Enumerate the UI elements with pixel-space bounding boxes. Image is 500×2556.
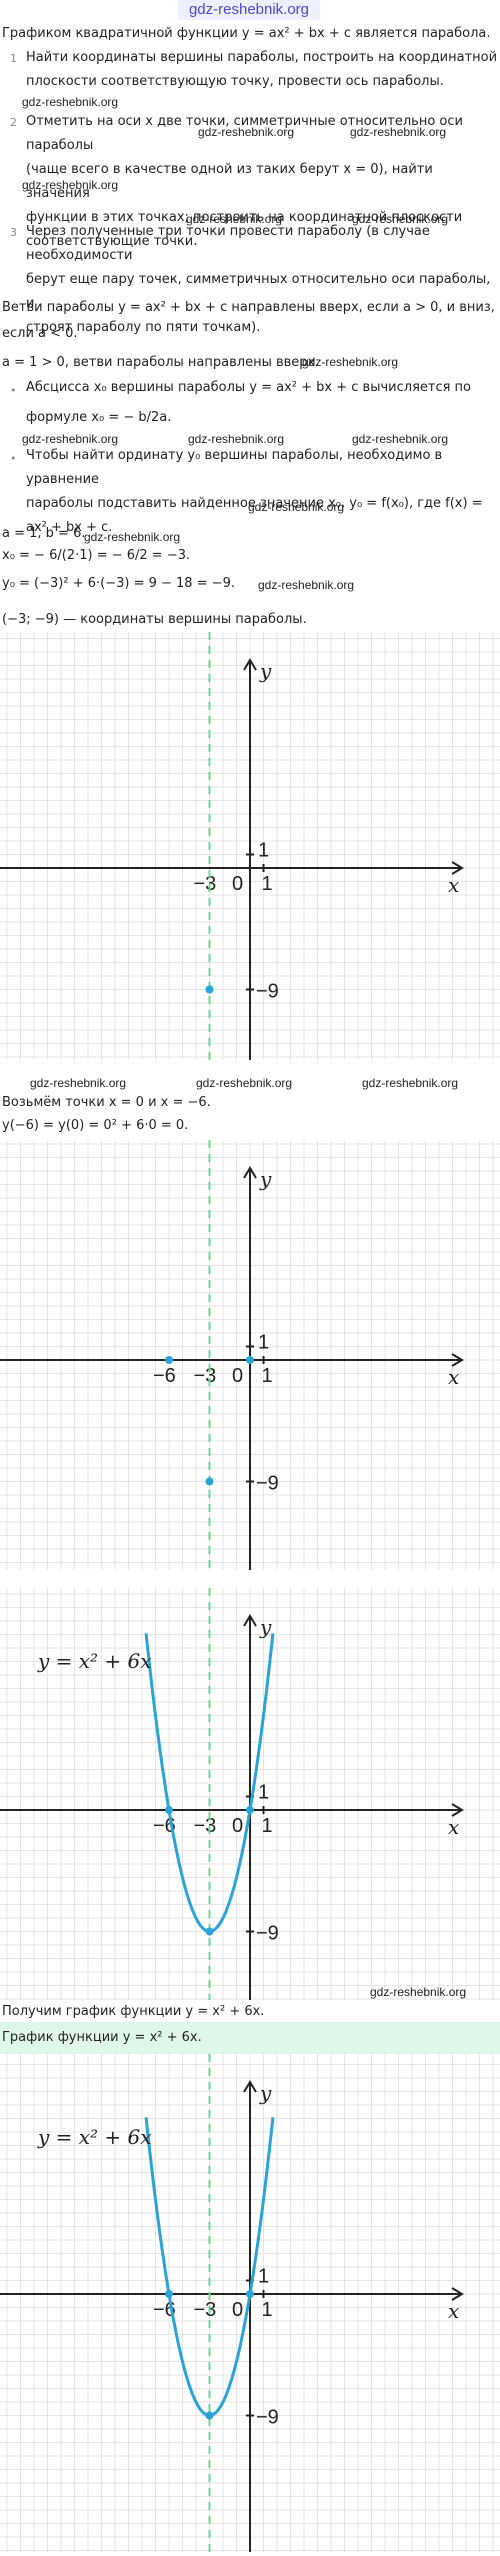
final-highlight — [0, 2022, 500, 2054]
x-axis-label: x — [448, 2299, 459, 2323]
watermark: gdz-reshebnik.org — [352, 432, 449, 446]
watermark: gdz-reshebnik.org — [350, 125, 447, 139]
step-1: Найти координаты вершины параболы, постр… — [26, 50, 498, 89]
tick-label-x-1: 1 — [262, 1365, 273, 1387]
bullet: • — [10, 384, 17, 397]
step-2: Отметить на оси x две точки, симметричны… — [26, 114, 463, 249]
watermark: gdz-reshebnik.org — [22, 178, 119, 192]
tick-label-y-1: 1 — [258, 2266, 269, 2288]
tick-label-origin: 0 — [232, 1365, 243, 1387]
y0-calc: y₀ = (−3)² + 6·(−3) = 9 − 18 = −9. — [2, 576, 236, 591]
y-axis-label: y — [259, 1615, 272, 1639]
a-positive: a = 1 > 0, ветви параболы направлены вве… — [2, 355, 320, 370]
tick-label-y-1: 1 — [258, 840, 269, 862]
final-line: График функции y = x² + 6x. — [2, 2030, 202, 2045]
watermark: gdz-reshebnik.org — [188, 432, 285, 446]
tick-label-origin: 0 — [232, 2299, 243, 2321]
tick-label-x-minus-3: −3 — [194, 873, 217, 895]
bullet-abscissa: Абсцисса x₀ вершины параболы y = ax² + b… — [26, 380, 472, 425]
vertex-point — [205, 1927, 214, 1936]
tick-label-x-minus-3: −3 — [194, 1365, 217, 1387]
ab-values: a = 1, b = 6. — [2, 526, 86, 541]
tick-label-y-1: 1 — [258, 1782, 269, 1804]
tick-label-x-1: 1 — [262, 873, 273, 895]
tick-label-x-minus-6: −6 — [153, 1365, 176, 1387]
x-axis-label: x — [448, 1365, 459, 1389]
x0-calc: x₀ = − 6/(2·1) = − 6/2 = −3. — [2, 548, 191, 563]
watermark: gdz-reshebnik.org — [196, 1076, 293, 1090]
watermark: gdz-reshebnik.org — [352, 212, 449, 226]
tick-label-x-minus-3: −3 — [194, 1815, 217, 1837]
formula-label: y = x² + 6x — [37, 2125, 152, 2149]
watermark: gdz-reshebnik.org — [186, 212, 283, 226]
tick-label-y-minus-9: −9 — [256, 2407, 279, 2429]
step-3: Через полученные три точки провести пара… — [26, 224, 491, 335]
x-axis-label: x — [448, 873, 459, 897]
tick-label-y-1: 1 — [258, 1332, 269, 1354]
x-axis-arrow — [451, 1803, 464, 1817]
formula-label: y = x² + 6x — [37, 1649, 152, 1673]
vertex-point — [205, 985, 214, 994]
watermark: gdz-reshebnik.org — [362, 1076, 459, 1090]
y-axis-arrow — [243, 1614, 257, 1627]
watermark: gdz-reshebnik.org — [258, 578, 355, 592]
step-number: 3 — [10, 226, 17, 239]
point-minus-6 — [165, 2290, 173, 2298]
y-axis-arrow — [243, 2080, 257, 2093]
tick-label-origin: 0 — [232, 873, 243, 895]
point-origin — [246, 2290, 254, 2298]
point-minus-6 — [165, 1806, 173, 1814]
watermark: gdz-reshebnik.org — [84, 530, 181, 544]
watermark: gdz-reshebnik.org — [248, 500, 345, 514]
take-points: Возьмём точки x = 0 и x = −6. — [2, 1095, 211, 1110]
y-axis-arrow — [243, 658, 257, 671]
watermark: gdz-reshebnik.org — [22, 95, 119, 109]
vertex-coords: (−3; −9) — координаты вершины параболы. — [2, 612, 307, 627]
point-minus-6 — [165, 1356, 173, 1364]
step-number: 2 — [10, 116, 17, 129]
tick-label-y-minus-9: −9 — [256, 1923, 279, 1945]
watermark: gdz-reshebnik.org — [30, 1076, 127, 1090]
x-axis-arrow — [451, 1353, 464, 1367]
y-axis-label: y — [259, 659, 272, 683]
step-number: 1 — [10, 52, 17, 65]
watermark: gdz-reshebnik.org — [370, 1985, 467, 1999]
y-axis-arrow — [243, 1166, 257, 1179]
tick-label-x-1: 1 — [262, 1815, 273, 1837]
tick-label-origin: 0 — [232, 1815, 243, 1837]
tick-label-x-minus-3: −3 — [194, 2299, 217, 2321]
tick-label-y-minus-9: −9 — [256, 1473, 279, 1495]
y-axis-label: y — [259, 1167, 272, 1191]
vertex-point — [205, 2411, 214, 2420]
point-origin — [246, 1356, 254, 1364]
vertex-point — [205, 1477, 214, 1486]
tick-label-x-1: 1 — [262, 2299, 273, 2321]
watermark: gdz-reshebnik.org — [198, 125, 295, 139]
x-axis-arrow — [451, 2287, 464, 2301]
bullet-ordinate: Чтобы найти ординату y₀ вершины параболы… — [26, 448, 483, 535]
y-axis-label: y — [259, 2081, 272, 2105]
x-axis-label: x — [448, 1815, 459, 1839]
point-origin — [246, 1806, 254, 1814]
values-calc: y(−6) = y(0) = 0² + 6·0 = 0. — [2, 1118, 189, 1133]
result-line: Получим график функции y = x² + 6x. — [2, 2004, 265, 2019]
tick-label-y-minus-9: −9 — [256, 981, 279, 1003]
intro-line: Графиком квадратичной функции y = ax² + … — [2, 26, 491, 41]
x-axis-arrow — [451, 861, 464, 875]
watermark: gdz-reshebnik.org — [22, 432, 119, 446]
branches-rule-2: если a < 0. — [2, 326, 78, 341]
branches-rule: Ветви параболы y = ax² + bx + c направле… — [2, 300, 495, 315]
bullet: • — [10, 452, 17, 465]
watermark: gdz-reshebnik.org — [302, 355, 399, 369]
site-logo[interactable]: gdz-reshebnik.org — [178, 0, 320, 20]
